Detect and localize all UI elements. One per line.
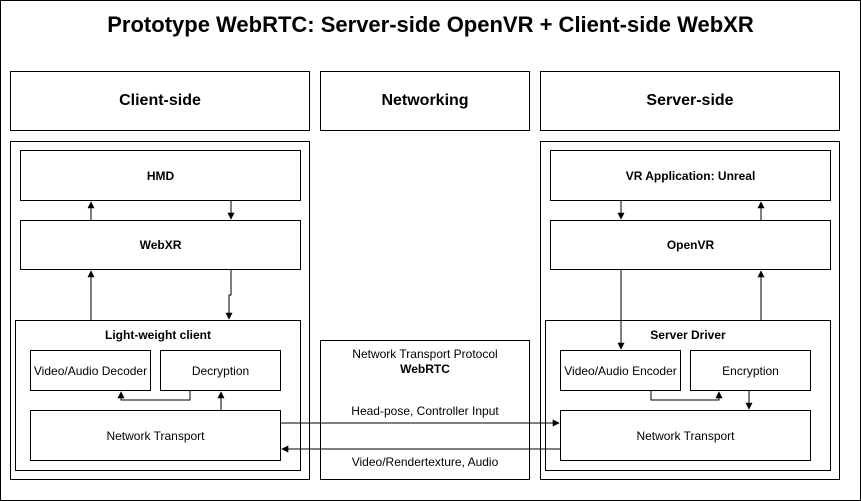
webxr-to-client-arrow <box>225 270 233 320</box>
server-driver-label: Server Driver <box>650 328 726 342</box>
video-audio-encoder-box: Video/Audio Encoder <box>560 350 681 391</box>
downstream-label: Video/Rendertexture, Audio <box>351 455 499 469</box>
decryption-to-decoder-arrow <box>117 391 191 401</box>
webrtc-label: WebRTC <box>400 362 450 376</box>
network-protocol-box <box>320 340 530 480</box>
diagram-title: Prototype WebRTC: Server-side OpenVR + C… <box>107 12 754 37</box>
upstream-label: Head-pose, Controller Input <box>351 404 499 418</box>
encryption-box: Encryption <box>690 350 811 391</box>
hmd-box: HMD <box>20 150 301 201</box>
protocol-label: Network Transport Protocol <box>352 347 498 361</box>
vr-application-box: VR Application: Unreal <box>550 150 831 201</box>
networking-header: Networking <box>320 71 530 131</box>
client-network-transport-box: Network Transport <box>30 410 281 461</box>
server-side-header: Server-side <box>540 71 840 131</box>
video-audio-decoder-box: Video/Audio Decoder <box>30 350 151 391</box>
lightweight-client-label: Light-weight client <box>105 328 211 342</box>
client-side-header: Client-side <box>10 71 310 131</box>
server-network-transport-box: Network Transport <box>560 410 811 461</box>
decryption-box: Decryption <box>160 350 281 391</box>
webxr-box: WebXR <box>20 220 301 270</box>
encoder-to-encryption-arrow <box>650 391 723 401</box>
openvr-box: OpenVR <box>550 220 831 270</box>
